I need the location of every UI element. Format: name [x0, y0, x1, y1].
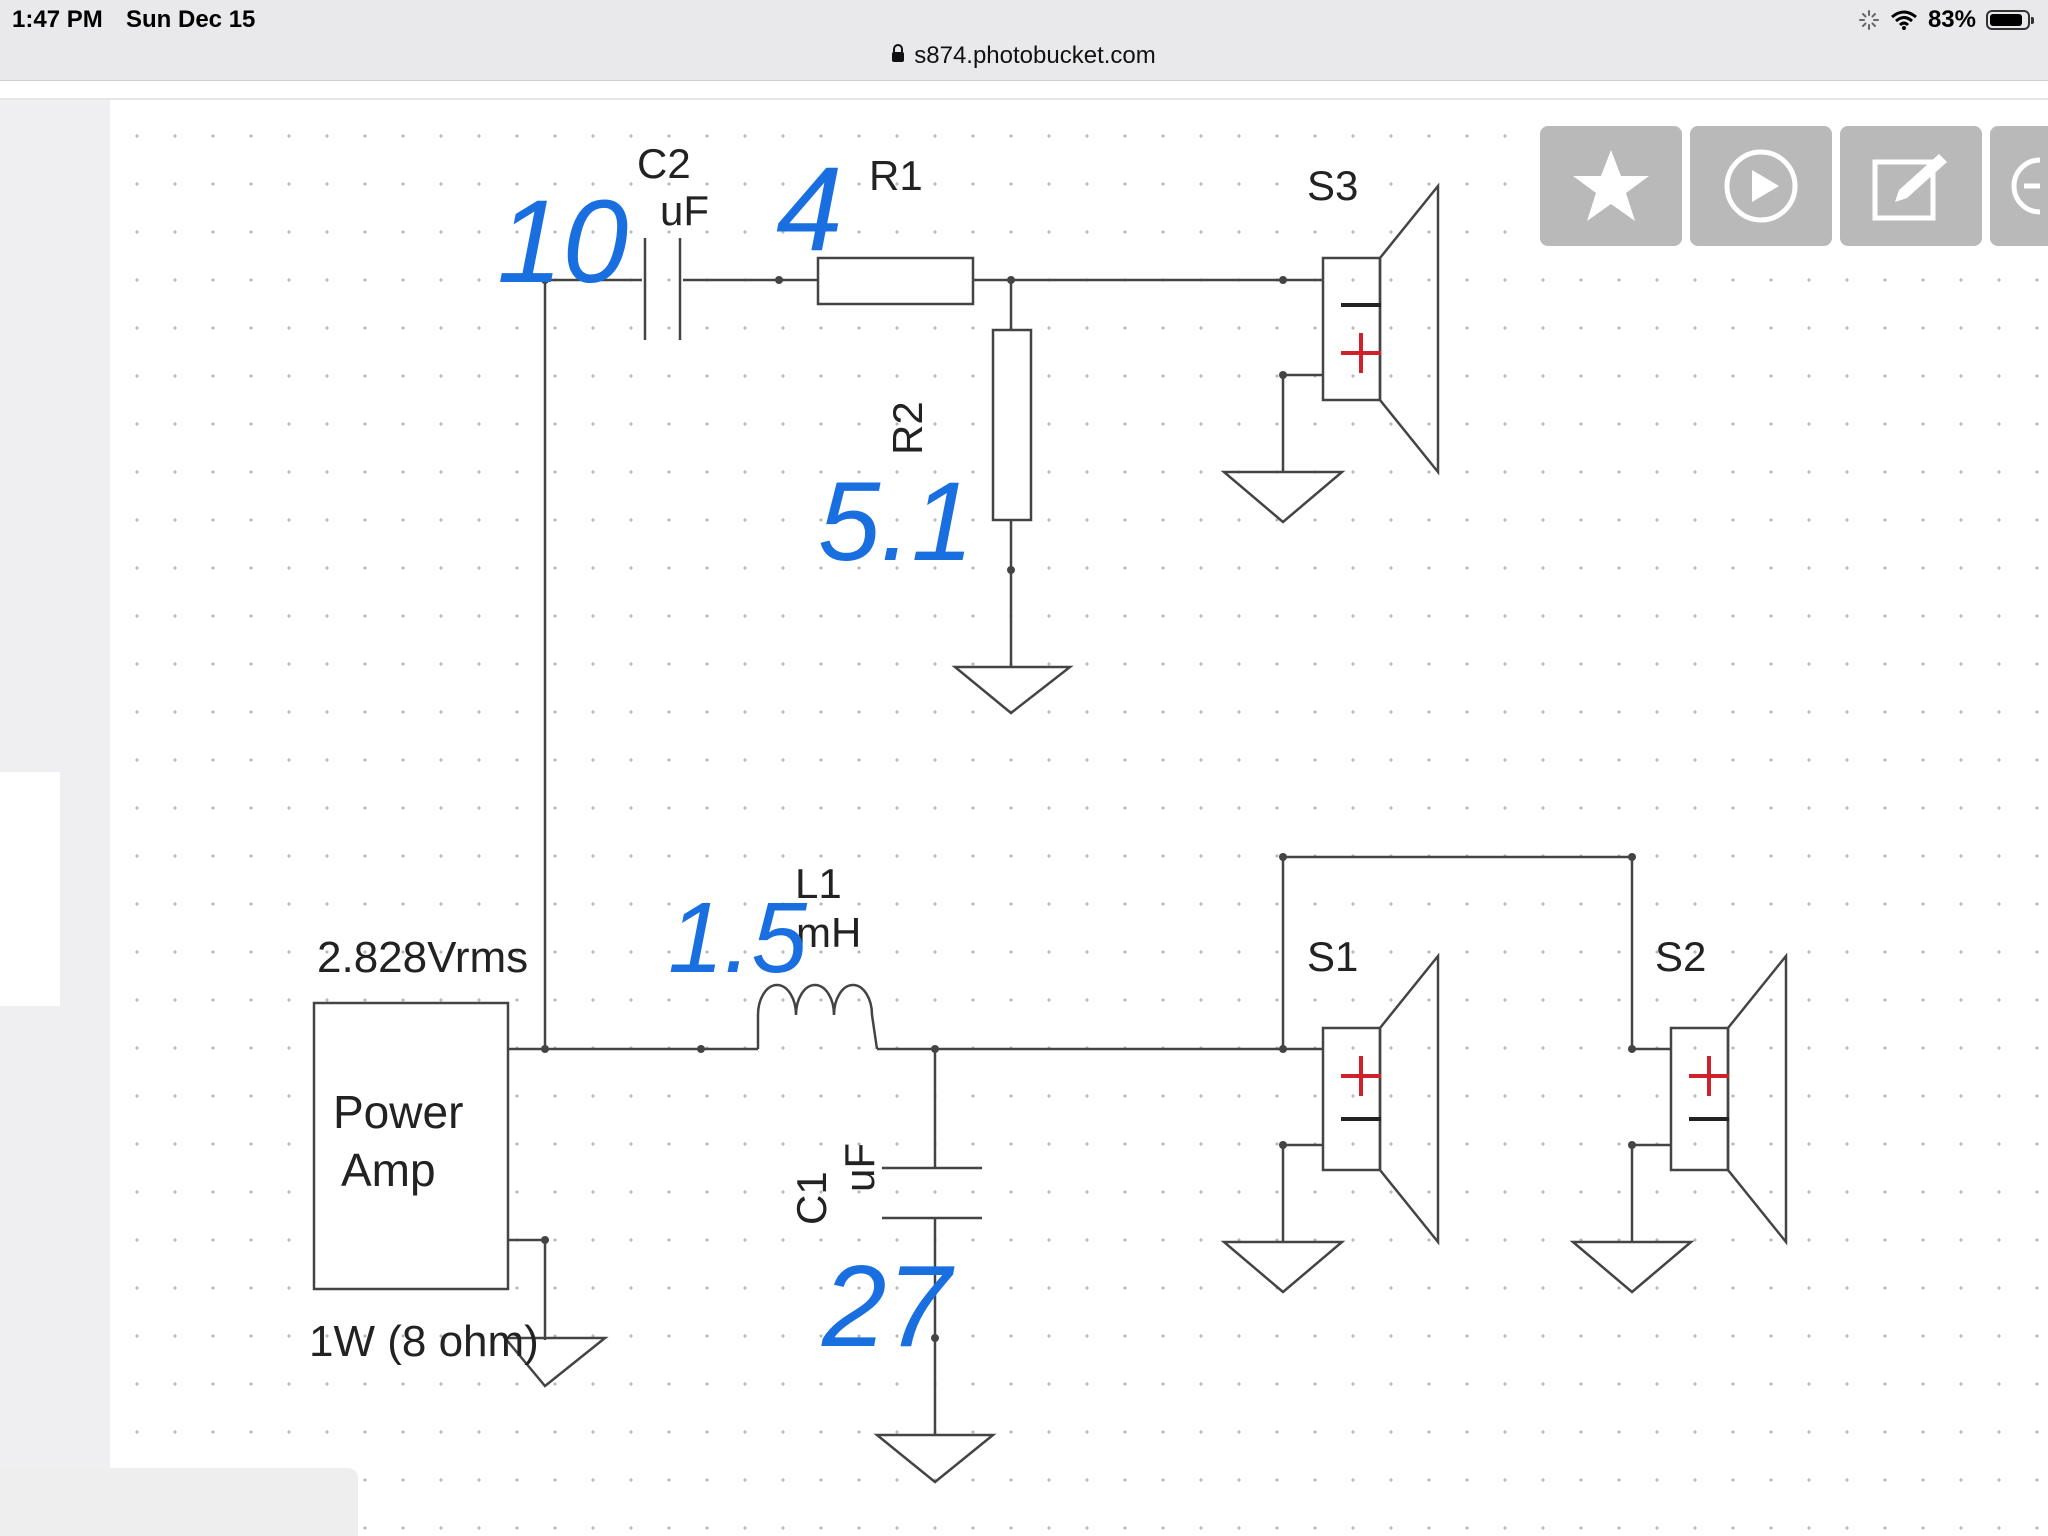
ground-amp — [502, 1336, 609, 1388]
speaker-s3-body — [1321, 256, 1382, 402]
handwritten-l1-value: 1.5 — [668, 882, 807, 994]
ground-s2 — [1569, 1240, 1695, 1294]
speaker-s1-cone — [1378, 952, 1440, 1246]
ground-c1 — [873, 1433, 997, 1484]
label-s3: S3 — [1307, 162, 1358, 209]
divider — [0, 98, 2048, 100]
play-icon — [1724, 149, 1798, 223]
label-c2: C2 — [637, 140, 691, 187]
battery-percent: 83% — [1927, 6, 1976, 33]
component-labels: C2 uF R1 R2 S3 L1 mH C1 uF S1 S2 2.828Vr… — [309, 140, 1706, 1366]
url-text: s874.photobucket.com — [914, 42, 1156, 69]
speaker-s2-body — [1669, 1026, 1730, 1172]
grounds — [502, 470, 1695, 1484]
label-c1-unit: uF — [836, 1143, 883, 1192]
url-display[interactable]: s874.photobucket.com — [0, 42, 2048, 70]
label-amp-rating: 1W (8 ohm) — [309, 1317, 539, 1366]
battery-icon — [1986, 10, 2034, 30]
wire-left-vertical — [543, 278, 642, 1046]
lock-icon — [892, 44, 905, 62]
wire-s1-ground — [1281, 1143, 1323, 1242]
label-s1: S1 — [1307, 933, 1358, 980]
speaker-s3-cone — [1378, 182, 1440, 476]
status-bar: 1:47 PM Sun Dec 15 83% — [0, 0, 2048, 40]
activity-icon — [1858, 10, 1879, 30]
resistor-r2 — [991, 328, 1033, 522]
handwritten-c2-value: 10 — [497, 176, 628, 308]
inductor-l1 — [756, 983, 879, 1050]
status-date: Sun Dec 15 — [126, 6, 256, 33]
label-l1-unit: mH — [796, 909, 861, 956]
status-right: 83% — [1858, 4, 2034, 36]
handwritten-r1-value: 4 — [776, 142, 843, 276]
side-panel-handle[interactable] — [0, 772, 60, 1006]
label-amp-line2: Amp — [341, 1144, 436, 1196]
label-l1: L1 — [795, 860, 842, 907]
polarity-marks — [449, 303, 1729, 1219]
address-bar[interactable]: s874.photobucket.com — [0, 40, 2048, 81]
wire-s2-ground — [1630, 1143, 1671, 1242]
edit-button[interactable] — [1840, 126, 1982, 246]
zoom-icon — [2011, 157, 2040, 215]
slideshow-button[interactable] — [1690, 126, 1832, 246]
power-amp-box — [312, 1001, 510, 1291]
label-s2: S2 — [1655, 933, 1706, 980]
capacitor-c2 — [643, 238, 682, 340]
ground-s3 — [1220, 470, 1346, 524]
ground-s1 — [1220, 1240, 1346, 1294]
wire-s3-ground — [1281, 373, 1323, 472]
speakers — [1321, 182, 1788, 1246]
ground-r2 — [951, 665, 1074, 715]
handwritten-r2-value: 5.1 — [818, 459, 974, 584]
capacitor-c1 — [882, 1166, 982, 1220]
zoom-button[interactable] — [1990, 126, 2048, 246]
label-c2-unit: uF — [660, 187, 709, 234]
image-viewer: C2 uF R1 R2 S3 L1 mH C1 uF S1 S2 2.828Vr… — [110, 100, 2048, 1536]
wifi-icon — [1890, 10, 1917, 30]
handwritten-c1-value: 27 — [821, 1241, 956, 1371]
label-source-voltage: 2.828Vrms — [317, 933, 528, 982]
speaker-s2-cone — [1726, 952, 1788, 1246]
star-icon — [1573, 150, 1649, 221]
bottom-panel-tab[interactable] — [0, 1468, 358, 1536]
favorite-button[interactable] — [1540, 126, 1682, 246]
label-r2: R2 — [884, 401, 931, 455]
junctions — [541, 276, 1636, 1342]
wires — [508, 278, 1671, 1435]
edit-icon — [1872, 154, 1947, 221]
viewer-toolbar — [1540, 126, 2048, 248]
handwritten-values: 10 4 5.1 1.5 27 — [497, 142, 974, 1371]
resistor-r1 — [816, 256, 975, 306]
label-amp-line1: Power — [333, 1086, 463, 1138]
status-time: 1:47 PM — [12, 6, 103, 33]
speaker-s1-body — [1321, 1026, 1382, 1172]
label-c1: C1 — [788, 1171, 835, 1225]
circuit-schematic: C2 uF R1 R2 S3 L1 mH C1 uF S1 S2 2.828Vr… — [309, 140, 1788, 1484]
label-r1: R1 — [869, 152, 923, 199]
